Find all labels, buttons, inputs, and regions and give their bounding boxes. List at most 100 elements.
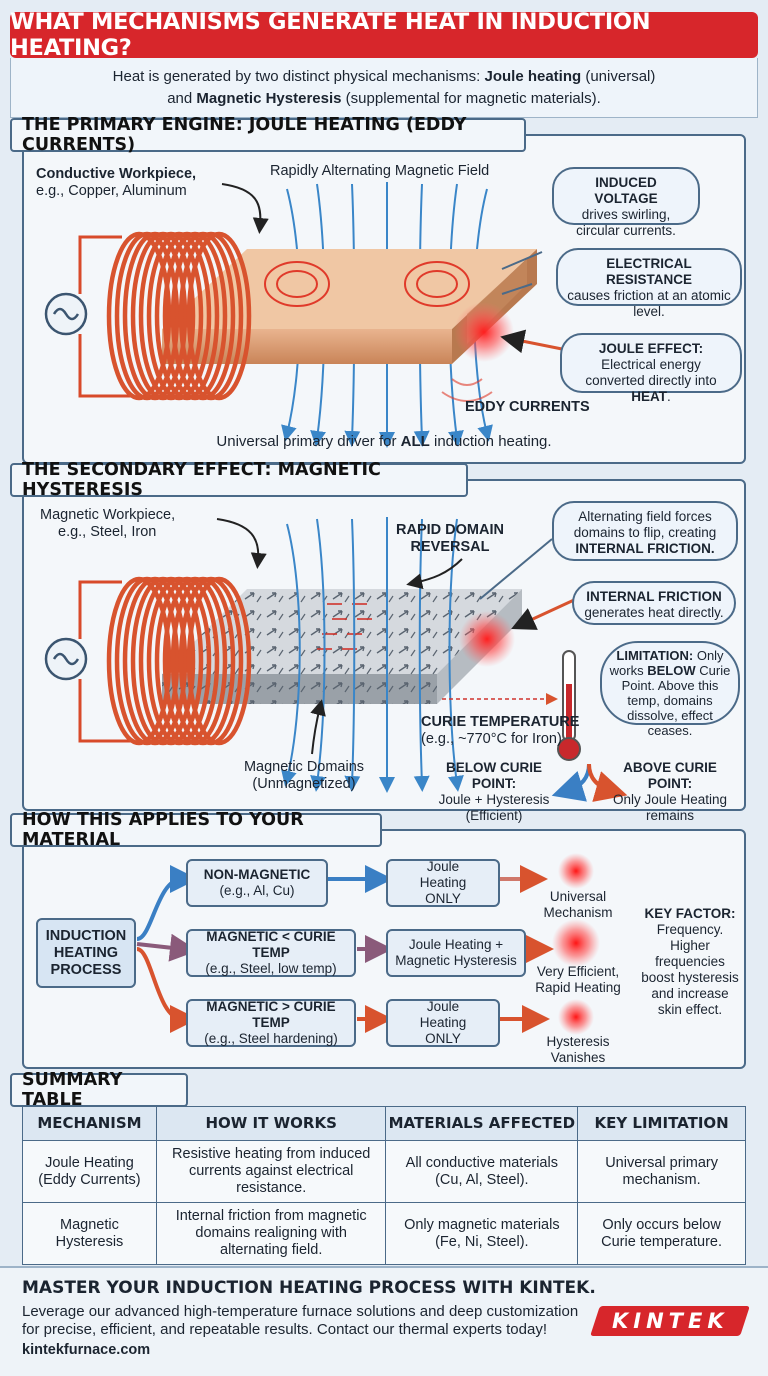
joule-bubble1-title: INDUCED VOLTAGE	[594, 175, 658, 206]
joule-diagram	[44, 182, 563, 448]
above-title: ABOVE CURIE POINT:	[623, 760, 717, 791]
above-line1: Only Joule Heating	[612, 792, 728, 807]
joule-section-title: THE PRIMARY ENGINE: JOULE HEATING (EDDY …	[10, 115, 526, 155]
process-label: INDUCTION HEATING PROCESS	[45, 927, 127, 978]
page-title: WHAT MECHANISMS GENERATE HEAT IN INDUCTI…	[10, 9, 758, 61]
joule-caption: Universal primary driver for ALL inducti…	[22, 433, 746, 450]
applies-flow-arrows	[136, 853, 600, 1035]
summary-header-how: HOW IT WORKS	[155, 1106, 387, 1141]
footer-line2: for precise, efficient, and repeatable r…	[22, 1321, 547, 1338]
domains-label-2: (Unmagnetized)	[252, 776, 356, 792]
hyst-bubble3-pre: Only works	[609, 648, 724, 678]
flow-result-0: Joule Heating ONLY	[386, 859, 500, 907]
induction-process-box: INDUCTION HEATING PROCESS	[36, 918, 136, 988]
hyst-bubble3-post: Curie Point. Above this temp, domains di…	[621, 663, 731, 738]
hysteresis-bubble-domain-flip: Alternating field forces domains to flip…	[552, 501, 738, 561]
hyst-bubble3-title: LIMITATION:	[616, 648, 694, 663]
hyst-bubble3-bold: BELOW	[647, 663, 696, 678]
footer-line1: Leverage our advanced high-temperature f…	[22, 1303, 579, 1320]
joule-bubble-joule-effect: JOULE EFFECT: Electrical energy converte…	[560, 333, 742, 404]
table-row: Magnetic Hysteresis Internal friction fr…	[22, 1202, 746, 1265]
key-factor-text: Frequency. Higher frequencies boost hyst…	[641, 922, 739, 1017]
joule-workpiece-sub: e.g., Copper, Aluminum	[36, 183, 187, 199]
summary-header-mechanism: MECHANISM	[22, 1106, 157, 1141]
flow-result-2: Joule Heating ONLY	[386, 999, 500, 1047]
below-title: BELOW CURIE POINT:	[446, 760, 542, 791]
row0-outcome-1: Universal	[549, 889, 607, 904]
flow-outcome-0: Universal Mechanism	[528, 889, 628, 921]
hysteresis-bubble-internal-friction: INTERNAL FRICTION generates heat directl…	[572, 581, 736, 625]
row1-type: MAGNETIC < CURIE TEMP	[206, 929, 336, 960]
below-line2: (Efficient)	[465, 808, 523, 823]
intro-joule-term: Joule heating	[484, 68, 582, 85]
row2-example: (e.g., Steel hardening)	[204, 1031, 338, 1046]
curie-temperature-title: CURIE TEMPERATURE	[421, 714, 580, 730]
intro-line2-post: (supplemental for magnetic materials).	[341, 90, 601, 107]
row0-result: Joule Heating ONLY	[419, 859, 467, 906]
domains-label-1: Magnetic Domains	[243, 759, 365, 775]
rapid-domain-reversal-label: RAPID DOMAIN REVERSAL	[395, 522, 505, 556]
table-cell: Resistive heating from induced currents …	[155, 1140, 387, 1203]
key-factor-title: KEY FACTOR:	[644, 906, 736, 921]
table-cell: Joule Heating (Eddy Currents)	[22, 1140, 157, 1203]
row0-example: (e.g., Al, Cu)	[219, 883, 295, 898]
intro-text: Heat is generated by two distinct physic…	[10, 58, 758, 118]
summary-section-title: SUMMARY TABLE	[10, 1070, 188, 1110]
summary-header-row: MECHANISM HOW IT WORKS MATERIALS AFFECTE…	[22, 1106, 746, 1141]
hysteresis-diagram	[44, 517, 628, 802]
intro-line1-post: (universal)	[581, 68, 656, 85]
table-cell: Internal friction from magnetic domains …	[155, 1202, 387, 1265]
below-curie-point: BELOW CURIE POINT: Joule + Hysteresis (E…	[424, 760, 564, 824]
joule-eddy-label: EDDY CURRENTS	[465, 399, 590, 415]
summary-header-limitation: KEY LIMITATION	[577, 1106, 746, 1141]
table-cell: Magnetic Hysteresis	[22, 1202, 157, 1265]
joule-workpiece-title: Conductive Workpiece,	[36, 166, 197, 182]
joule-caption-post: induction heating.	[429, 433, 552, 450]
joule-bubble3-text: Electrical energy converted directly int…	[585, 357, 717, 388]
joule-bubble-induced-voltage: INDUCED VOLTAGE drives swirling, circula…	[552, 167, 700, 238]
row2-outcome-2: Vanishes	[550, 1050, 606, 1065]
magnetic-domains-label: Magnetic Domains (Unmagnetized)	[234, 759, 374, 793]
table-cell: Only magnetic materials (Fe, Ni, Steel).	[385, 1202, 579, 1265]
row0-type: NON-MAGNETIC	[203, 867, 311, 882]
intro-line2-pre: and	[167, 90, 197, 107]
table-cell: All conductive materials (Cu, Al, Steel)…	[385, 1140, 579, 1203]
hysteresis-workpiece-title: Magnetic Workpiece,	[40, 507, 176, 523]
joule-caption-bold: ALL	[400, 433, 430, 450]
flow-outcome-2: Hysteresis Vanishes	[528, 1034, 628, 1066]
kintek-logo-text: KINTEK	[611, 1309, 729, 1333]
joule-caption-pre: Universal primary driver for	[216, 433, 401, 450]
hysteresis-section-title: THE SECONDARY EFFECT: MAGNETIC HYSTERESI…	[10, 460, 468, 500]
flow-type-non-magnetic: NON-MAGNETIC (e.g., Al, Cu)	[186, 859, 328, 907]
applies-section-title: HOW THIS APPLIES TO YOUR MATERIAL	[10, 810, 382, 850]
joule-bubble3-title: JOULE EFFECT:	[598, 341, 704, 356]
hyst-bubble2-text: generates heat directly.	[584, 605, 724, 620]
flow-type-magnetic-above: MAGNETIC > CURIE TEMP (e.g., Steel harde…	[186, 999, 356, 1047]
summary-table: MECHANISM HOW IT WORKS MATERIALS AFFECTE…	[22, 1106, 746, 1265]
flow-type-magnetic-below: MAGNETIC < CURIE TEMP (e.g., Steel, low …	[186, 929, 356, 977]
joule-bubble2-text: causes friction at an atomic level.	[567, 288, 731, 319]
below-line1: Joule + Hysteresis	[438, 792, 550, 807]
rapid-label-1: RAPID DOMAIN	[396, 522, 504, 538]
joule-bubble3-bold: HEAT	[631, 389, 667, 404]
above-curie-point: ABOVE CURIE POINT: Only Joule Heating re…	[600, 760, 740, 824]
table-row: Joule Heating (Eddy Currents) Resistive …	[22, 1140, 746, 1203]
hysteresis-bubble-limitation: LIMITATION: Only works BELOW Curie Point…	[600, 641, 740, 738]
curie-temperature-sub: (e.g., ~770°C for Iron)	[421, 731, 562, 747]
hysteresis-workpiece-sub: e.g., Steel, Iron	[58, 524, 157, 540]
intro-line1-pre: Heat is generated by two distinct physic…	[112, 68, 485, 85]
intro-hysteresis-term: Magnetic Hysteresis	[196, 90, 342, 107]
row2-result: Joule Heating ONLY	[419, 999, 467, 1046]
flow-outcome-1: Very Efficient, Rapid Heating	[528, 964, 628, 996]
row1-outcome-2: Rapid Heating	[535, 980, 621, 995]
row1-result: Joule Heating + Magnetic Hysteresis	[395, 937, 517, 968]
rapid-label-2: REVERSAL	[410, 539, 490, 555]
row1-example: (e.g., Steel, low temp)	[205, 961, 337, 976]
flow-result-1: Joule Heating + Magnetic Hysteresis	[386, 929, 526, 977]
footer-url[interactable]: kintekfurnace.com	[22, 1342, 151, 1358]
key-factor-note: KEY FACTOR: Frequency. Higher frequencie…	[638, 906, 742, 1018]
table-cell: Only occurs below Curie temperature.	[577, 1202, 746, 1265]
hyst-bubble2-title: INTERNAL FRICTION	[586, 589, 722, 604]
joule-bubble2-title: ELECTRICAL RESISTANCE	[605, 256, 692, 287]
